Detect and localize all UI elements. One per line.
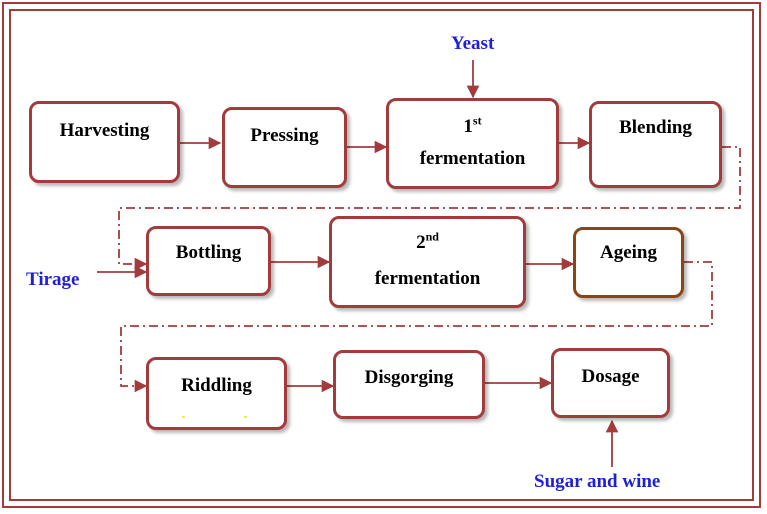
step-dosage: Dosage: [551, 348, 670, 418]
step-fermentation-2-label: fermentation: [374, 268, 481, 290]
decorative-dot: [182, 416, 185, 418]
step-bottling-label: Bottling: [175, 242, 242, 264]
step-riddling: Riddling: [146, 357, 287, 430]
step-fermentation-2-number: 2nd: [416, 229, 439, 254]
step-pressing: Pressing: [222, 107, 347, 188]
step-disgorging-label: Disgorging: [364, 367, 454, 389]
step-fermentation-2: 2nd fermentation: [329, 216, 526, 308]
step-ageing-label: Ageing: [600, 241, 657, 263]
decorative-dot: [244, 416, 247, 418]
step-harvesting-label: Harvesting: [59, 120, 150, 142]
step-ageing: Ageing: [573, 227, 684, 298]
step-pressing-label: Pressing: [250, 124, 319, 146]
input-yeast-label: Yeast: [451, 33, 495, 54]
step-fermentation-1-number: 1st: [463, 113, 482, 137]
step-harvesting: Harvesting: [29, 101, 180, 183]
step-fermentation-1: 1st fermentation: [386, 98, 559, 189]
step-bottling: Bottling: [146, 226, 271, 296]
dashed-connector-blending-bottling: [118, 146, 741, 271]
step-riddling-label: Riddling: [181, 375, 252, 397]
dashed-connector-ageing-riddling: [120, 261, 713, 393]
outer-frame: [2, 2, 761, 508]
input-sugar-wine-label: Sugar and wine: [534, 471, 661, 492]
input-tirage-label: Tirage: [26, 269, 80, 290]
step-fermentation-1-label: fermentation: [419, 147, 526, 169]
step-blending: Blending: [589, 101, 722, 188]
step-disgorging: Disgorging: [333, 350, 485, 419]
step-dosage-label: Dosage: [581, 365, 640, 387]
inner-frame: [9, 9, 754, 501]
step-blending-label: Blending: [619, 117, 692, 139]
